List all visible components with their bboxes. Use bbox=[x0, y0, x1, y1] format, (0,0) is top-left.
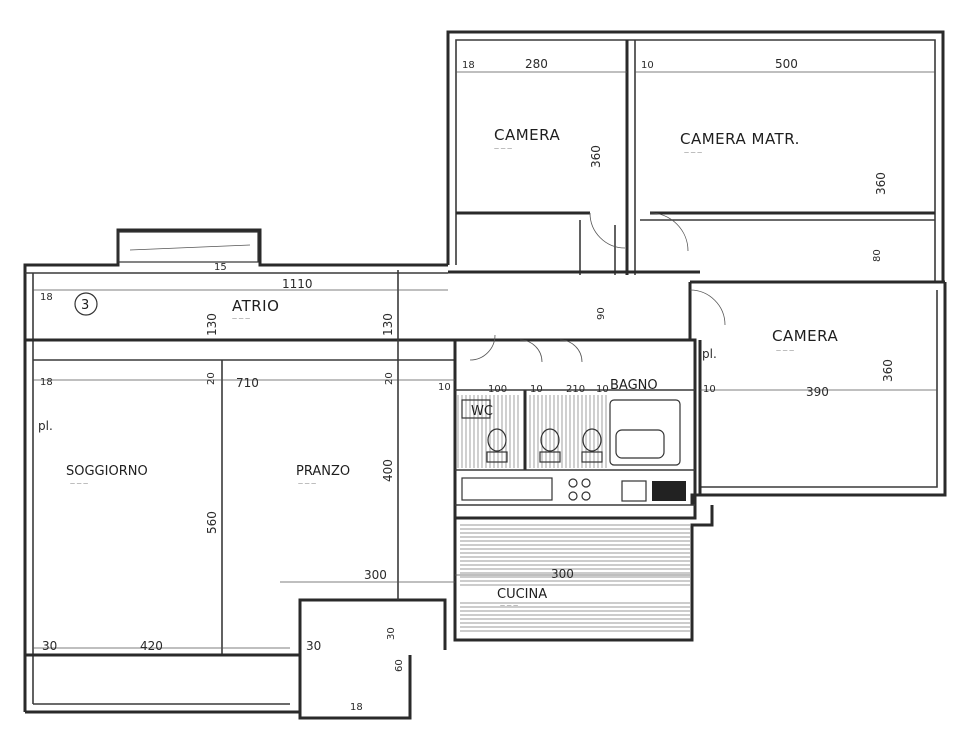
wall-right-camera bbox=[690, 282, 947, 505]
dim-misc-2: 80 bbox=[872, 249, 883, 262]
dim-living-mid: 20 bbox=[206, 372, 217, 385]
dim-misc-1: 15 bbox=[214, 262, 227, 273]
dim-bottom-mid: 420 bbox=[140, 639, 163, 653]
room-label-atrio: ATRIO bbox=[232, 297, 279, 315]
svg-text:— — —: — — — bbox=[298, 481, 316, 487]
stove-icon bbox=[568, 478, 591, 501]
svg-text:— — —: — — — bbox=[684, 150, 702, 156]
wall-atrio-top bbox=[23, 228, 448, 712]
room-label-camera-2: CAMERA bbox=[772, 327, 838, 345]
bathroom-tiles bbox=[457, 395, 607, 468]
dim-camera-matr-left: 10 bbox=[641, 60, 654, 71]
dim-camera-2-left: 10 bbox=[703, 384, 716, 395]
dim-pranzo-depth: 400 bbox=[381, 459, 395, 482]
closet-icon bbox=[117, 231, 259, 263]
dim-atrio-length: 1110 bbox=[282, 277, 313, 291]
room-label-bagno: BAGNO bbox=[610, 378, 658, 393]
room-label-soggiorno: SOGGIORNO bbox=[66, 464, 148, 479]
dim-cucina-width: 300 bbox=[551, 567, 574, 581]
svg-text:— — —: — — — bbox=[232, 316, 250, 322]
room-label-camera-matr: CAMERA MATR. bbox=[680, 130, 800, 148]
dim-camera-1-depth: 360 bbox=[589, 145, 603, 168]
dim-camera-1-width: 280 bbox=[525, 57, 548, 71]
fridge-icon bbox=[652, 481, 686, 501]
dim-atrio-depth-right: 130 bbox=[381, 313, 395, 336]
svg-text:— — —: — — — bbox=[500, 603, 518, 609]
fixtures bbox=[117, 231, 686, 502]
dim-corridor-door: 90 bbox=[596, 307, 607, 320]
dim-living-right: 20 bbox=[384, 372, 395, 385]
dim-soggiorno-left: 18 bbox=[40, 377, 53, 388]
counter-icon bbox=[461, 477, 553, 501]
kitchen-hatch bbox=[460, 524, 690, 632]
dim-bottom-left: 30 bbox=[42, 639, 57, 653]
wall-balcony bbox=[298, 655, 412, 720]
pl-marker-left: pl. bbox=[38, 419, 53, 433]
dim-wc-width: 100 bbox=[488, 384, 507, 395]
wall-bottom-left bbox=[25, 598, 447, 714]
dim-balcony-height: 30 bbox=[386, 627, 397, 640]
washbasin-icon bbox=[461, 399, 491, 419]
svg-text:— — —: — — — bbox=[70, 481, 88, 487]
dim-balcony-bottom: 18 bbox=[350, 702, 363, 713]
sink-icon bbox=[621, 480, 647, 502]
bathtub-inner bbox=[615, 429, 665, 459]
dim-bagno-width: 210 bbox=[566, 384, 585, 395]
toilet-icon bbox=[486, 428, 508, 463]
bidet-icon bbox=[581, 428, 603, 463]
dim-camera-2-depth: 360 bbox=[881, 359, 895, 382]
exterior-walls bbox=[23, 30, 947, 720]
room-label-pranzo: PRANZO bbox=[296, 464, 350, 479]
dim-atrio-depth-left: 130 bbox=[205, 313, 219, 336]
dim-balcony-left: 30 bbox=[306, 639, 321, 653]
entrance-number-circle bbox=[74, 292, 98, 316]
dim-camera-matr-depth: 360 bbox=[874, 172, 888, 195]
dim-bagno-left: 10 bbox=[596, 384, 609, 395]
bathtub-icon bbox=[609, 399, 681, 466]
dim-camera-2-width: 390 bbox=[806, 385, 829, 399]
wall-kitchen bbox=[453, 505, 714, 642]
dim-atrio-left: 18 bbox=[40, 292, 53, 303]
dim-wc-left: 10 bbox=[438, 382, 451, 393]
dim-wc-right: 10 bbox=[530, 384, 543, 395]
interior-walls bbox=[25, 40, 945, 657]
dimension-lines bbox=[33, 71, 937, 649]
dim-soggiorno-depth: 560 bbox=[205, 511, 219, 534]
dim-living-width: 710 bbox=[236, 376, 259, 390]
toilet-icon bbox=[539, 428, 561, 463]
dim-camera-matr-width: 500 bbox=[775, 57, 798, 71]
room-label-camera-1: CAMERA bbox=[494, 126, 560, 144]
dim-camera-1-left: 18 bbox=[462, 60, 475, 71]
entrance-number: 3 bbox=[81, 298, 89, 313]
dim-corridor-width: 300 bbox=[364, 568, 387, 582]
svg-text:— — —: — — — bbox=[776, 348, 794, 354]
svg-text:— — —: — — — bbox=[494, 146, 512, 152]
room-label-cucina: CUCINA bbox=[497, 587, 547, 602]
room-label-wc: WC bbox=[471, 404, 493, 419]
doors bbox=[469, 212, 726, 363]
pl-marker-right: pl. bbox=[702, 347, 717, 361]
dim-balcony-depth: 60 bbox=[394, 659, 405, 672]
wall-top-block bbox=[446, 30, 945, 282]
